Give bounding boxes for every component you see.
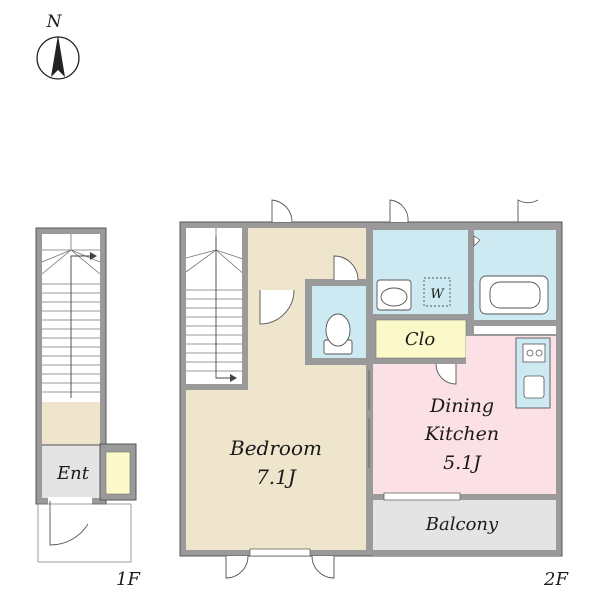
closet-label: Clo	[405, 329, 436, 350]
wall-stair-bottom	[186, 384, 248, 390]
door-bedroom-south-right	[311, 555, 335, 579]
dining-kitchen-size-label: 5.1J	[443, 452, 482, 474]
door-bedroom-north	[271, 199, 293, 223]
stove-icon	[522, 343, 546, 363]
dining-kitchen	[373, 336, 556, 494]
wall-bedroom-east	[366, 228, 373, 550]
dining-kitchen-label-line2: Kitchen	[424, 423, 499, 445]
dining-kitchen-label-line1: Dining	[429, 395, 494, 417]
sliding-window-balcony	[383, 492, 461, 501]
washer-label: W	[430, 287, 445, 302]
stair-treads-2f	[185, 228, 247, 372]
stair-direction-arrow-1f	[70, 255, 90, 398]
stair-arrowhead-2f	[230, 374, 237, 382]
closet	[375, 319, 467, 359]
first-floor: Ent 1F	[35, 227, 141, 590]
washbasin-icon	[376, 279, 412, 311]
entry-door-opening	[48, 497, 92, 505]
stair-arrowhead-1f	[90, 252, 97, 260]
wall-stair-bedroom	[242, 228, 248, 388]
first-floor-label: 1F	[116, 569, 141, 590]
porch-outline	[37, 503, 132, 563]
door-bathroom-north	[517, 199, 539, 222]
door-bedroom-stair	[259, 289, 295, 325]
bath-corner-shelf	[473, 235, 481, 247]
shoe-closet	[105, 451, 131, 495]
bedroom	[186, 228, 366, 550]
door-dining	[435, 363, 457, 385]
door-bedroom-south-left	[225, 555, 249, 579]
kitchen-sink-icon	[523, 375, 545, 399]
bath-south-strip	[474, 326, 556, 334]
entrance-label: Ent	[56, 463, 90, 484]
balcony-label: Balcony	[425, 514, 499, 535]
window-bedroom-south	[249, 548, 311, 557]
stair-direction-arrow-2f	[215, 236, 230, 379]
wall-balcony-north	[373, 494, 560, 500]
kitchen-counter	[515, 337, 551, 409]
door-toilet	[333, 255, 359, 281]
burner-icon	[535, 349, 543, 357]
toilet-icon	[323, 313, 353, 355]
entrance-area	[42, 446, 100, 498]
balcony	[373, 500, 556, 550]
balcony-railing	[373, 550, 560, 556]
bedroom-name-label: Bedroom	[229, 436, 322, 460]
compass-north-label: N	[46, 12, 63, 32]
burner-icon	[526, 349, 534, 357]
wall-bath-south	[470, 320, 560, 326]
washer-space	[423, 277, 451, 307]
second-floor-label: 2F	[543, 569, 569, 590]
bedroom-size-label: 7.1J	[256, 465, 297, 489]
compass-needle-icon	[51, 35, 65, 77]
second-floor: Bedroom 7.1J W	[179, 199, 569, 590]
landing-1f	[42, 402, 100, 444]
door-washroom-north	[389, 199, 409, 223]
wall-wash-bath	[468, 228, 474, 320]
bathtub-icon	[479, 275, 549, 315]
entry-door	[49, 501, 89, 546]
compass: N	[36, 12, 80, 80]
